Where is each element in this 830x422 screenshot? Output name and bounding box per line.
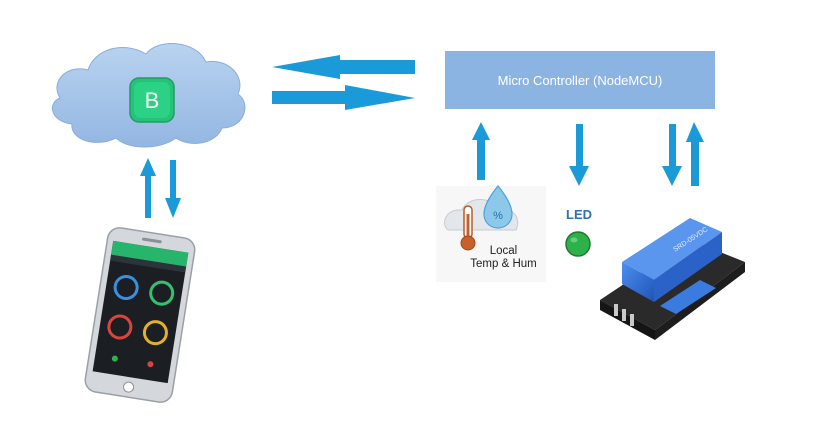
- arrow-controller-to-cloud: [272, 55, 415, 79]
- arrow-phone-to-cloud: [140, 158, 156, 218]
- arrow-sensor-to-controller: [472, 122, 490, 180]
- sensor-label: Local Temp & Hum: [461, 245, 546, 271]
- blynk-logo-icon: B: [129, 77, 175, 123]
- sensor-label-line2: Temp & Hum: [470, 258, 537, 270]
- arrow-controller-to-led: [569, 124, 589, 186]
- humidity-badge: %: [493, 210, 503, 222]
- blynk-logo-letter: B: [145, 88, 160, 113]
- arrow-relay-to-controller: [686, 122, 704, 186]
- relay-module-icon: SRD-05VDC: [600, 218, 745, 340]
- controller-box: Micro Controller (NodeMCU): [445, 51, 715, 109]
- arrow-cloud-to-controller: [272, 85, 415, 110]
- arrow-cloud-to-phone: [165, 160, 181, 218]
- sensor-label-line1: Local: [489, 245, 518, 257]
- led-label: LED: [566, 207, 592, 222]
- arrow-controller-to-relay: [662, 124, 682, 186]
- smartphone-app-icon: [84, 227, 196, 403]
- controller-label: Micro Controller (NodeMCU): [497, 72, 663, 88]
- led-icon: [565, 231, 591, 257]
- thermometer-humidity-icon: %: [436, 185, 546, 282]
